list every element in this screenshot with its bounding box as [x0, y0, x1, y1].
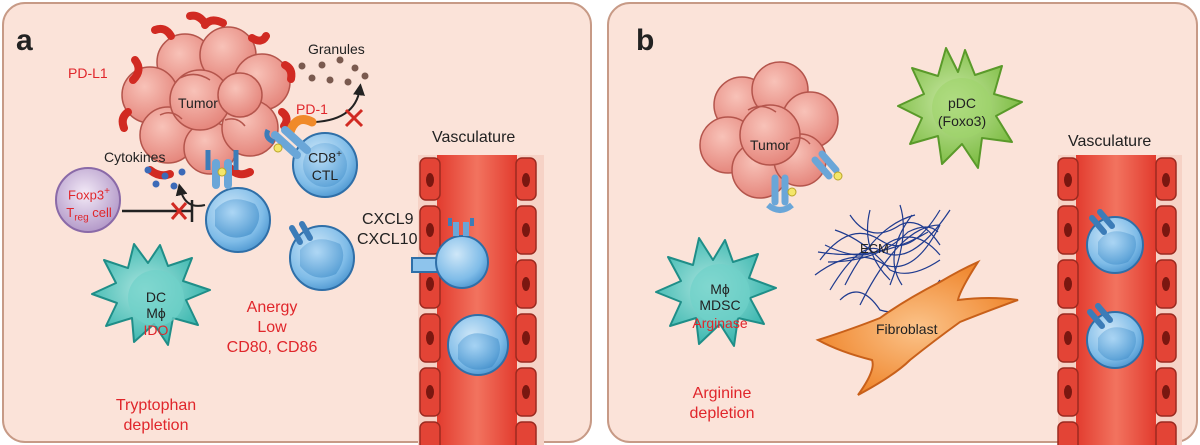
- cd8-label: CD8+: [308, 149, 342, 166]
- pd1-label: PD-1: [296, 101, 328, 117]
- cytokines-label: Cytokines: [104, 149, 166, 165]
- tumor-b: [699, 61, 839, 199]
- granules: [298, 56, 369, 86]
- tumor-b-label: Tumor: [750, 137, 790, 153]
- treg-label: Treg cell: [66, 205, 112, 224]
- granule-block-x: [344, 108, 364, 128]
- treg-inhibition: [122, 200, 194, 222]
- cxcl9-label: CXCL9: [362, 211, 414, 228]
- panel-a-letter: a: [16, 24, 33, 57]
- mphi-a-label: Mϕ: [146, 305, 166, 321]
- pdl1-label: PD-L1: [68, 65, 108, 81]
- ecm-mesh: [814, 204, 951, 313]
- treg-cell: [55, 167, 121, 233]
- cd8-ctl-cell: [264, 126, 358, 198]
- mphi-b-label: Mϕ: [710, 281, 730, 297]
- ecm-label: ECM: [860, 241, 889, 256]
- vasculature-a-label: Vasculature: [432, 129, 516, 146]
- dc-label: DC: [145, 289, 167, 305]
- tumor-a-label: Tumor: [178, 95, 218, 111]
- tumor-b-receptors: [766, 150, 843, 213]
- tryptophan-label: Tryptophan: [115, 397, 197, 414]
- ctl-label: CTL: [311, 167, 339, 183]
- foxp3-label: Foxp3+: [68, 186, 110, 203]
- macrophage-mdsc-cell: [655, 237, 777, 347]
- tumor-a: [121, 26, 291, 175]
- granules-label: Granules: [308, 41, 365, 57]
- mdsc-label: MDSC: [699, 297, 741, 313]
- pd1-molecule: [285, 115, 317, 137]
- t-cell-middle: [289, 221, 355, 291]
- panel-b-letter: b: [636, 24, 655, 57]
- vasculature-b: [1057, 155, 1182, 445]
- ido-label: IDO: [143, 322, 169, 338]
- foxo3-label: (Foxo3): [937, 113, 987, 129]
- cytokine-arrow: [175, 183, 206, 207]
- tryptophan-depletion-label: depletion: [123, 417, 189, 434]
- cd80-label: CD80, CD86: [226, 339, 318, 356]
- low-label: Low: [257, 319, 287, 336]
- arginase-label: Arginase: [692, 315, 748, 331]
- t-cell-in-vessel: [447, 314, 509, 376]
- arginine-depletion-label: depletion: [689, 405, 755, 422]
- fibroblast-cell: [815, 259, 1019, 396]
- fibroblast-label: Fibroblast: [876, 321, 938, 337]
- pdc-label: pDC: [947, 95, 976, 111]
- t-cell-cytokine: [205, 150, 271, 253]
- t-cell-extravasating: [411, 218, 489, 289]
- pdc-cell: [897, 47, 1023, 169]
- vasculature-a: [418, 155, 544, 445]
- arginine-label: Arginine: [692, 385, 752, 402]
- vasculature-b-label: Vasculature: [1068, 133, 1152, 150]
- dc-macrophage-cell: [91, 243, 211, 346]
- cxcl10-label: CXCL10: [357, 231, 418, 248]
- anergy-label: Anergy: [246, 299, 298, 316]
